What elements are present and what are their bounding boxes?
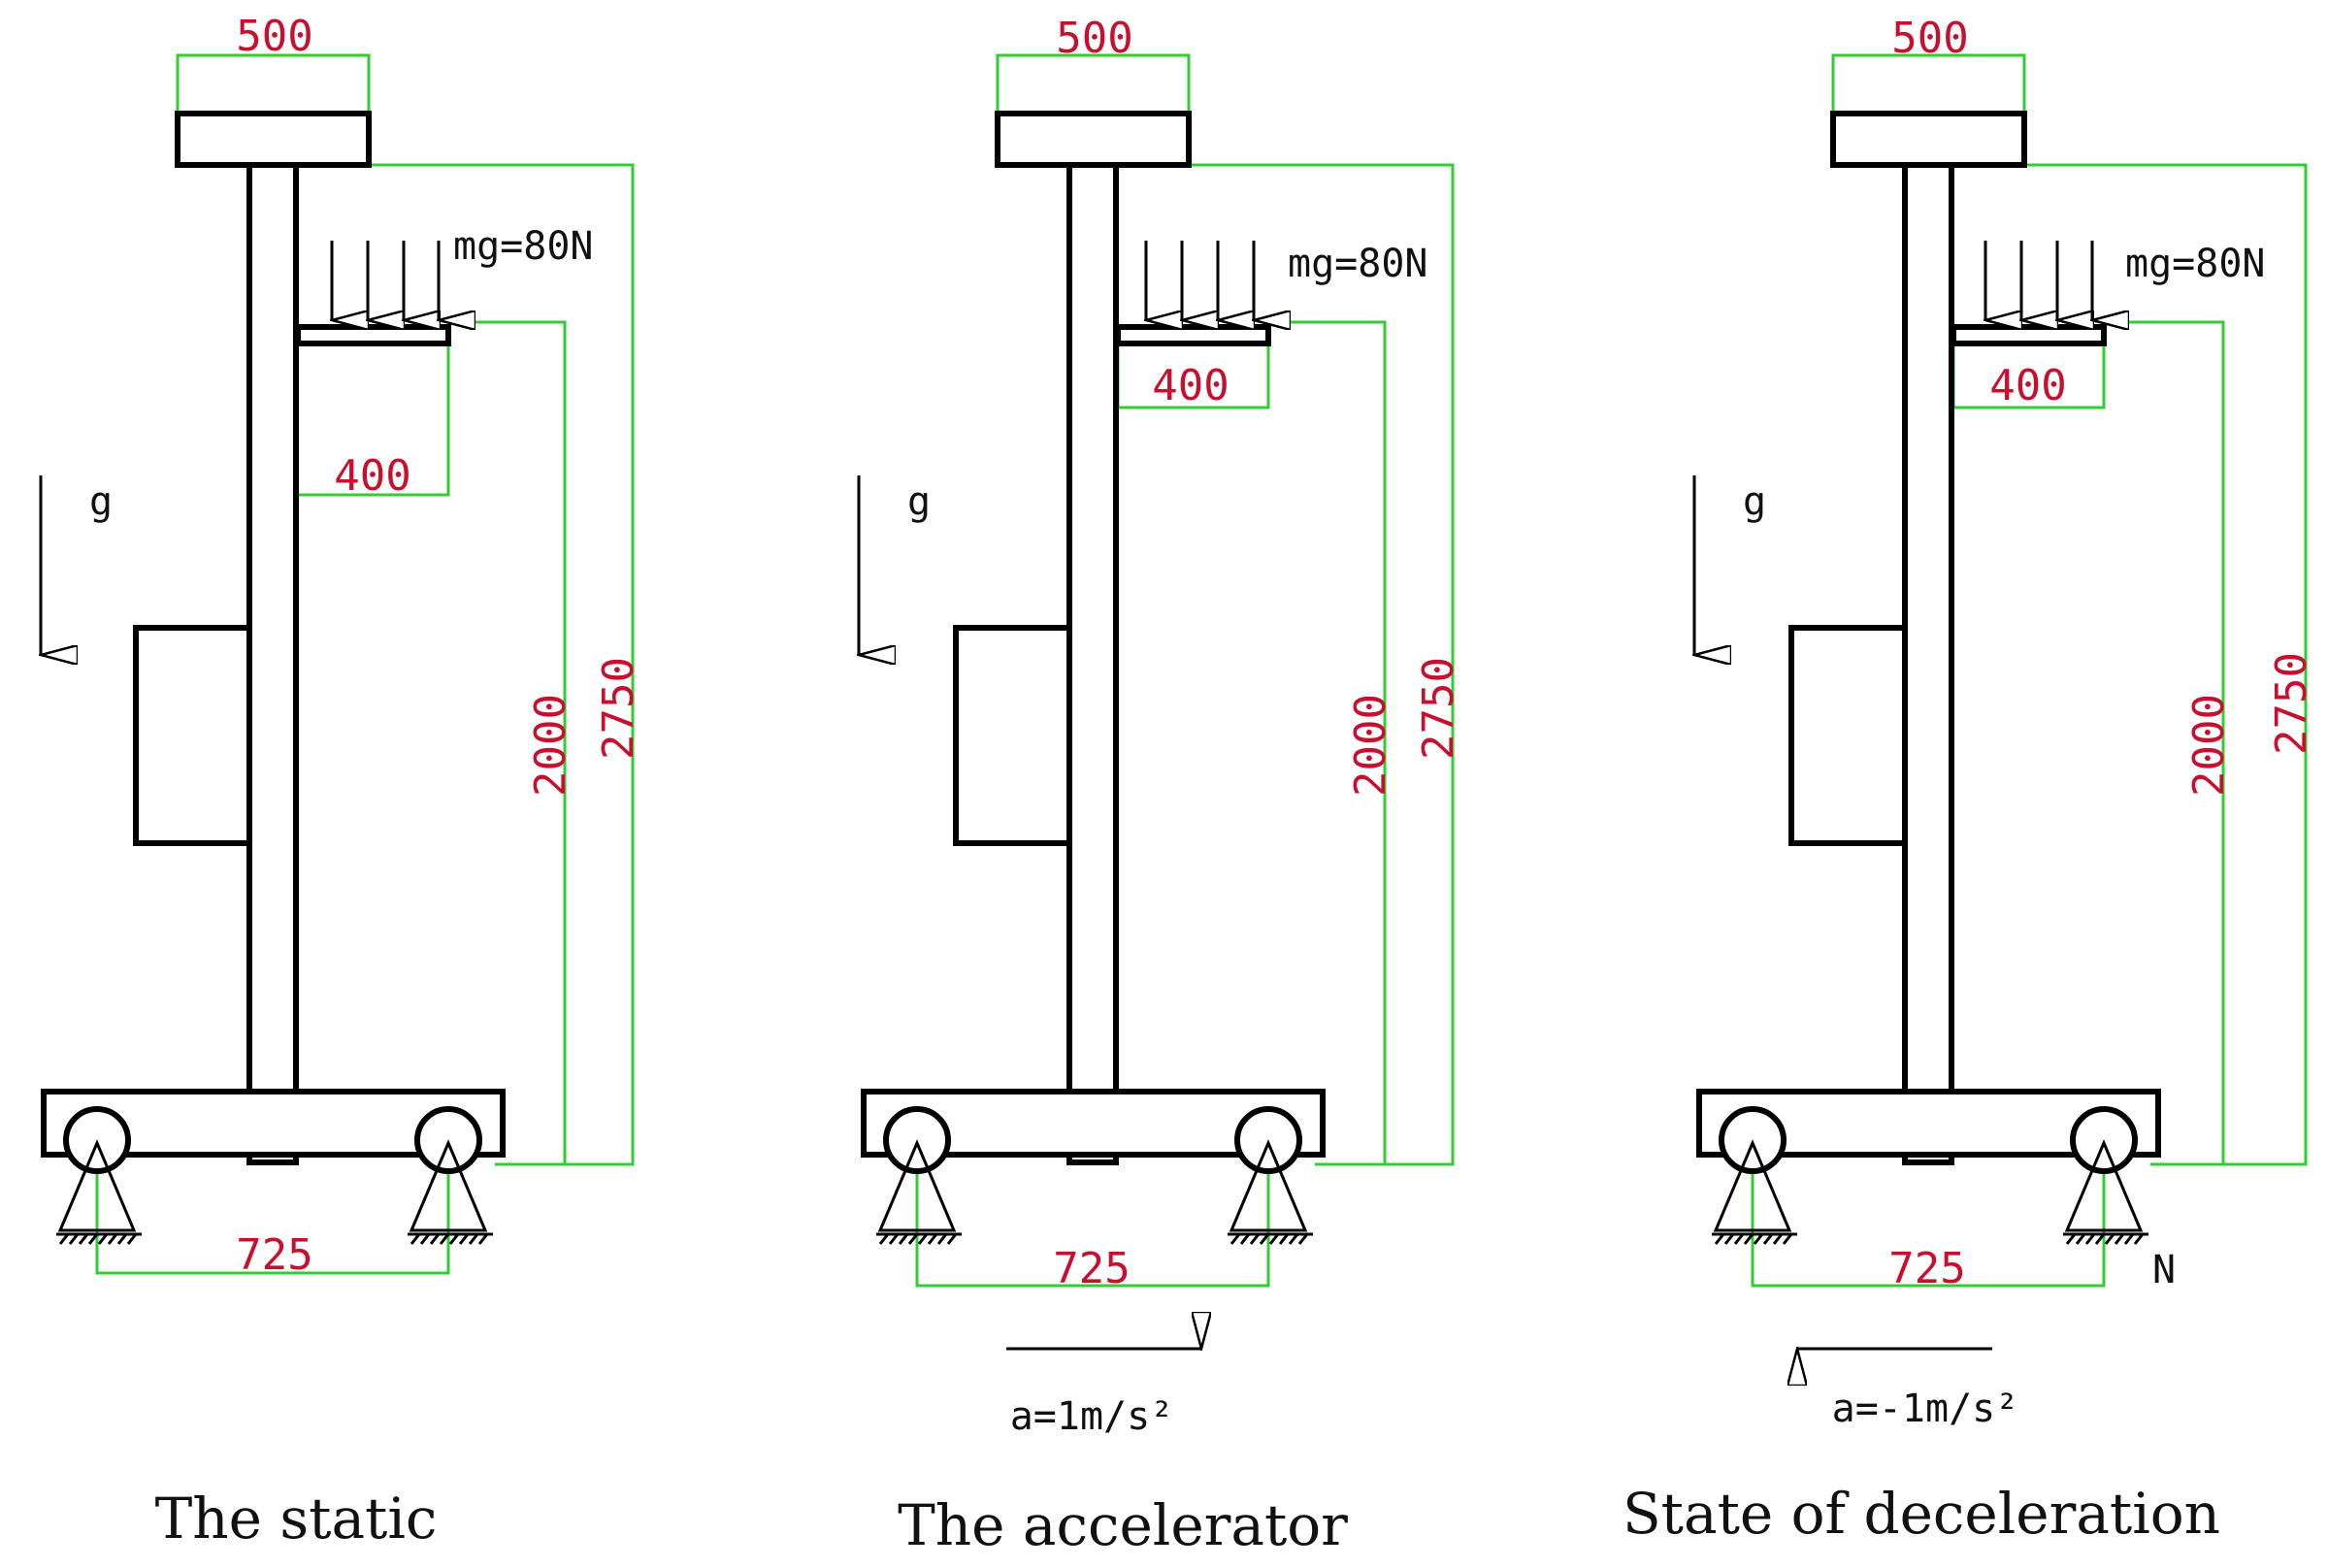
column <box>246 162 299 1165</box>
load-label: mg=80N <box>2125 242 2266 286</box>
dim-base-width: 725 <box>236 1230 312 1280</box>
shelf <box>1115 324 1271 346</box>
reaction-label: N <box>2152 1248 2176 1292</box>
dim-shelf-width: 400 <box>1152 361 1229 410</box>
dim-shelf-width: 400 <box>1989 361 2066 410</box>
structure <box>41 111 506 1174</box>
column <box>1066 162 1119 1165</box>
panel-caption: The static <box>155 1486 438 1552</box>
panel-deceleration: 500 mg=80N 400 g 2000 2750 725 N a=-1m/s… <box>1623 14 2316 1547</box>
panel-caption: The accelerator <box>898 1492 1348 1558</box>
support-right <box>2063 1139 2148 1245</box>
acceleration-label: a=1m/s² <box>1010 1394 1174 1439</box>
dim-top-width: 500 <box>1891 14 1968 63</box>
top-plate <box>995 111 1192 168</box>
support-left <box>1712 1139 1797 1245</box>
support-left <box>56 1139 142 1245</box>
structure <box>1696 111 2161 1174</box>
panel-accelerator: 500 mg=80N 400 g 2000 2750 725 a=1m/s² T… <box>859 14 1463 1558</box>
load-arrows <box>332 241 439 320</box>
shelf <box>295 324 451 346</box>
support-right <box>1228 1139 1313 1245</box>
support-right <box>408 1139 493 1245</box>
panel-caption: State of deceleration <box>1623 1481 2220 1547</box>
side-block <box>953 625 1072 846</box>
gravity-label: g <box>907 479 931 524</box>
green-dimension-lines <box>915 53 1455 1288</box>
gravity-label: g <box>1743 479 1766 524</box>
load-arrows <box>1146 241 1254 320</box>
top-plate <box>175 111 372 168</box>
dim-height-2750: 2750 <box>594 657 643 760</box>
green-dimension-lines <box>1751 53 2308 1288</box>
dim-height-2000: 2000 <box>526 694 575 797</box>
dim-shelf-width: 400 <box>334 451 410 501</box>
support-left <box>876 1139 962 1245</box>
panel-static: 500 mg=80N 400 g 2000 2750 725 The stati… <box>41 12 643 1552</box>
load-arrows <box>1985 241 2092 320</box>
load-label: mg=80N <box>1288 242 1428 286</box>
dim-height-2000: 2000 <box>1346 694 1395 797</box>
load-label: mg=80N <box>453 224 594 269</box>
top-plate <box>1830 111 2027 168</box>
shelf <box>1951 324 2107 346</box>
acceleration-label: a=-1m/s² <box>1832 1387 2019 1431</box>
dim-top-width: 500 <box>236 12 312 61</box>
dim-height-2750: 2750 <box>2267 652 2316 755</box>
dim-base-width: 725 <box>1053 1244 1130 1293</box>
gravity-label: g <box>89 479 113 524</box>
side-block <box>133 625 252 846</box>
dim-top-width: 500 <box>1056 14 1132 63</box>
dim-base-width: 725 <box>1888 1244 1965 1293</box>
dim-height-2000: 2000 <box>2184 694 2234 797</box>
dim-height-2750: 2750 <box>1414 657 1463 760</box>
structure <box>861 111 1326 1174</box>
column <box>1902 162 1954 1165</box>
side-block <box>1788 625 1908 846</box>
